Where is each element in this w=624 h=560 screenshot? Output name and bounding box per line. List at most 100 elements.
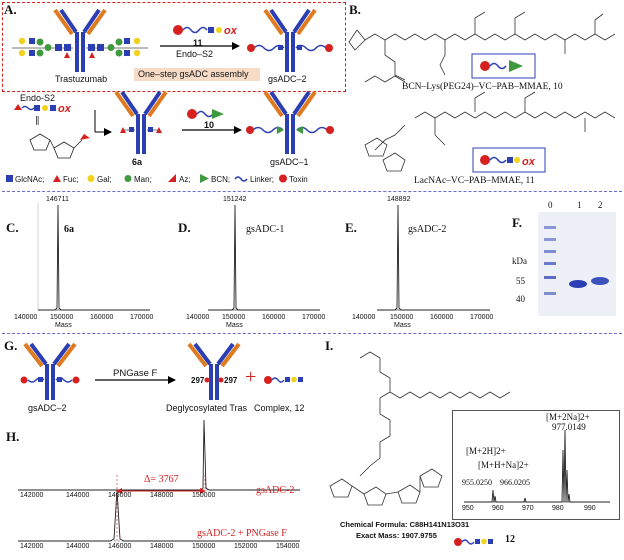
h-xtick-lower-5: 152000 (234, 543, 258, 550)
e-xlabel: Mass (394, 322, 411, 329)
g-right-label: Complex, 12 (254, 403, 305, 413)
spectra-cde (37, 203, 490, 311)
h-xtick-lower-1: 144000 (66, 543, 90, 550)
glycan-left-icon (12, 37, 73, 58)
h-xtick-lower-2: 146000 (108, 543, 132, 550)
ms-xtick-1: 960 (492, 505, 504, 512)
panel-b-structures: ox (348, 11, 616, 173)
g-plus: + (245, 366, 257, 388)
d-xtick-3: 170000 (302, 314, 326, 321)
h-xtick-lower-3: 148000 (150, 543, 174, 550)
panel-h-spectra (18, 419, 300, 542)
spectrum-e (377, 204, 490, 311)
h-xtick-upper-4: 150000 (192, 492, 216, 499)
endo-label: Endo–S2 (176, 49, 214, 59)
ms-peak1-value: 977.0149 (552, 422, 586, 432)
gsadc1-label: gsADC–1 (270, 157, 309, 167)
e-xtick-0: 140000 (352, 314, 376, 321)
e-xtick-3: 170000 (470, 314, 494, 321)
peak-d-value: 151242 (223, 196, 247, 203)
g-middle-label: Deglycosylated Tras (166, 403, 248, 413)
ms-peak1-label: [M+2Na]2+ (546, 412, 590, 422)
svg-text:ox: ox (522, 156, 536, 168)
h-trace1-label: gsADC-2 (256, 485, 295, 496)
legend-toxin: Toxin (289, 175, 308, 184)
h-xtick-lower-6: 154000 (276, 543, 300, 550)
spectrum-c (37, 203, 150, 311)
h-delta: Δ= 3767 (144, 474, 179, 485)
reagent-11-label: 11 (193, 38, 203, 48)
svg-text:ox: ox (224, 25, 238, 37)
panel-a-box (2, 2, 346, 92)
gel-mark-40: 40 (516, 294, 525, 304)
assembly-label: One–step gsADC assembly (138, 69, 249, 79)
i-mass: Exact Mass: 1907.9755 (356, 531, 437, 540)
gel-kda-label: kDa (512, 256, 527, 266)
trastuzumab-label: Trastuzumab (55, 74, 108, 84)
ms-xtick-4: 990 (584, 505, 596, 512)
sugar-structure-icon (29, 133, 90, 159)
panel-a-graphics: ox ox (6, 8, 334, 183)
panel-g-graphics (20, 342, 303, 400)
c-xtick-3: 170000 (130, 314, 154, 321)
panel-e-label: E. (345, 220, 357, 235)
i-formula: Chemical Formula: C88H141N13O31 (340, 520, 470, 529)
equiv-symbol: ∥ (35, 115, 40, 125)
g-left-label: gsADC–2 (28, 403, 67, 413)
endo-s2-lower-label: Endo-S2 (20, 93, 56, 103)
gsadc2-antibody-icon (247, 8, 333, 72)
gel-lane-0: 0 (548, 200, 553, 210)
peak-e-name: gsADC-2 (408, 224, 447, 235)
legend-glyphs (6, 174, 287, 183)
c-xtick-0: 140000 (14, 314, 38, 321)
i-compound-label: 12 (505, 534, 515, 545)
c-xtick-2: 160000 (90, 314, 114, 321)
panel-i-label: I. (325, 338, 334, 353)
gel-image (538, 212, 616, 316)
complex-12-icon (264, 376, 303, 384)
h-xtick-upper-2: 146000 (108, 492, 132, 499)
compound-11-label: LacNAc–VC–PAB–MMAE, 11 (414, 176, 535, 186)
ms-xtick-2: 970 (522, 505, 534, 512)
legend-glcnac: GlcNAc; (15, 175, 45, 184)
compound-10-label: BCN–Lys(PEG24)–VC–PAB–MMAE, 10 (402, 82, 563, 92)
reagent-10-label: 10 (204, 120, 215, 130)
g-left-antibody-icon (20, 342, 80, 400)
h-xtick-upper-0: 142000 (20, 492, 44, 499)
h-trace2-label: gsADC-2 + PNGase F (197, 528, 287, 539)
panel-d-label: D. (178, 220, 191, 235)
separator-2 (2, 333, 622, 334)
peak-c-name: 6a (64, 224, 74, 235)
panel-a-label: A. (4, 2, 17, 17)
ms-xtick-3: 980 (552, 505, 564, 512)
peak-d-name: gsADC-1 (246, 224, 285, 235)
compound-12-icon (454, 538, 493, 546)
ms-peak3-value: 966.0205 (500, 478, 530, 487)
gel-lane-1: 1 (577, 200, 582, 210)
glycan-right-icon (86, 37, 148, 58)
h-xtick-lower-0: 142000 (20, 543, 44, 550)
g-site2: 297 (224, 376, 238, 385)
gel-mark-55: 55 (516, 276, 525, 286)
peak-c-value: 146711 (46, 196, 69, 203)
ms-peak2-label: [M+2H]2+ (466, 446, 506, 456)
reagent-10-icon (187, 109, 224, 119)
e-xtick-2: 160000 (430, 314, 454, 321)
ms-inset-spectrum (464, 429, 610, 503)
separator-1 (2, 191, 622, 192)
legend-bcn: BCN; (211, 175, 231, 184)
h-xtick-upper-3: 148000 (150, 492, 174, 499)
d-xtick-0: 140000 (186, 314, 210, 321)
legend-fuc: Fuc; (63, 175, 79, 184)
endo-s2-reagent-icon: ox (14, 103, 72, 115)
ms-peak2-value: 955.0250 (462, 478, 492, 487)
ms-xtick-0: 950 (462, 505, 474, 512)
legend-linker: Linker; (250, 175, 275, 184)
panel-g-label: G. (4, 338, 18, 353)
panel-b-label: B. (349, 2, 361, 17)
h-xtick-upper-1: 144000 (66, 492, 90, 499)
legend-gal: Gal; (97, 175, 112, 184)
gsadc2-label: gsADC–2 (268, 74, 307, 84)
g-middle-antibody-icon (187, 342, 241, 400)
h-xtick-lower-4: 150000 (192, 543, 216, 550)
